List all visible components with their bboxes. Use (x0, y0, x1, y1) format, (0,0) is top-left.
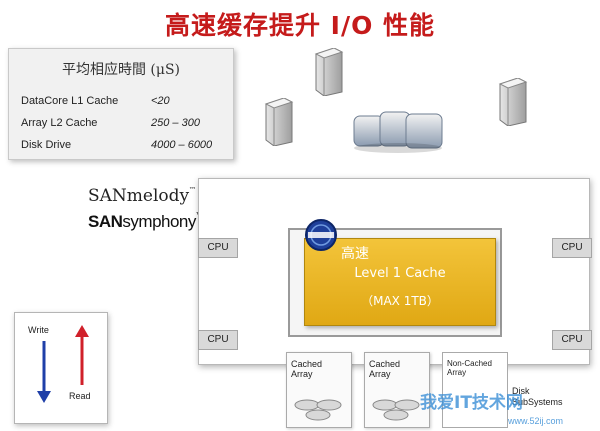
server-icon (498, 78, 528, 126)
disk-stack-icon (372, 399, 420, 421)
server-icon (314, 48, 344, 96)
l1-cache-block: 高速 Level 1 Cache （MAX 1TB） (304, 238, 496, 326)
latency-row-l1: DataCore L1 Cache <20 (21, 95, 231, 111)
server-icon (264, 98, 294, 146)
latency-table: 平均相应時間 (μS) DataCore L1 Cache <20 Array … (8, 48, 234, 160)
latency-value: 4000 – 6000 (151, 139, 213, 151)
latency-table-heading: 平均相应時間 (μS) (61, 62, 181, 78)
read-label: Read (69, 391, 91, 401)
latency-label: DataCore L1 Cache (21, 95, 119, 107)
write-label: Write (28, 325, 49, 335)
cpu-label: CPU (198, 238, 238, 258)
cpu-label: CPU (552, 330, 592, 350)
read-write-legend: Write Read (14, 312, 108, 424)
cpu-label: CPU (552, 238, 592, 258)
latency-row-l2: Array L2 Cache 250 – 300 (21, 117, 231, 133)
datacore-badge-icon (305, 219, 337, 251)
cache-level: Level 1 Cache (354, 266, 446, 281)
cpu-label: CPU (198, 330, 238, 350)
latency-label: Array L2 Cache (21, 117, 98, 129)
cache-title: 高速 (341, 246, 369, 262)
latency-value: <20 (151, 95, 170, 107)
sanmelody-logo: SANmelody™ (88, 186, 197, 206)
disk-stack-icon (294, 399, 342, 421)
storage-cluster-icon (353, 111, 443, 153)
watermark-url: www.52ij.com (508, 416, 564, 426)
cache-capacity: （MAX 1TB） (361, 294, 439, 308)
read-arrow-icon (75, 325, 89, 385)
latency-row-disk: Disk Drive 4000 – 6000 (21, 139, 231, 155)
write-arrow-icon (37, 341, 51, 403)
page-title: 高速缓存提升 I/O 性能 (164, 11, 436, 40)
sansymphony-logo: SANsymphony™ (88, 212, 203, 231)
watermark: 我爱IT技术网 (420, 393, 523, 413)
latency-value: 250 – 300 (151, 117, 200, 129)
latency-label: Disk Drive (21, 139, 72, 151)
